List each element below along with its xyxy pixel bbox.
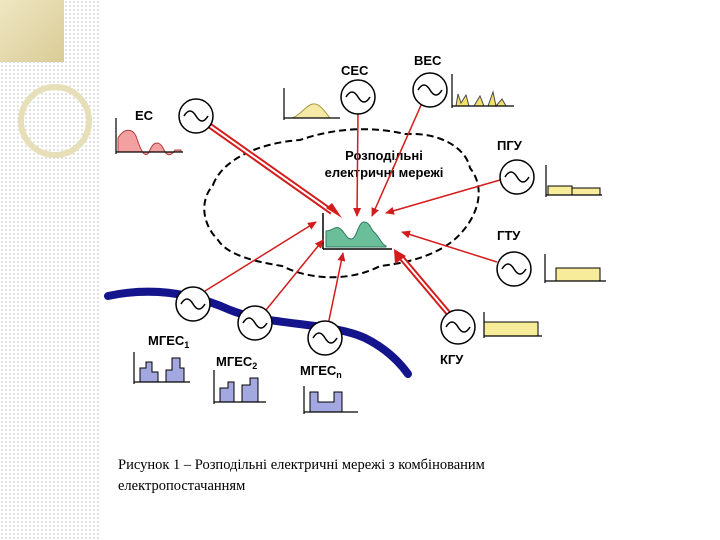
network-label-line2: електричні мережі [325, 165, 444, 180]
mgesn-profile-chart [303, 386, 358, 414]
caption-line-2: електропостачанням [118, 478, 246, 494]
arrow-gtu [401, 230, 498, 263]
label-kgu: КГУ [440, 352, 464, 367]
mges1-profile-chart [133, 352, 190, 384]
label-ses: СЕС [341, 63, 369, 78]
arrow-ves [371, 102, 423, 217]
river-line [104, 287, 412, 378]
label-ves: ВЕС [414, 53, 442, 68]
network-label-line1: Розподільні [345, 148, 423, 163]
ves-profile-chart [451, 74, 514, 108]
generator-es-icon [178, 98, 214, 134]
generator-mgesn-icon [307, 320, 343, 356]
distribution-network-cloud [203, 128, 480, 279]
label-mgesn: МГЕСn [300, 363, 342, 380]
gtu-profile-chart [544, 254, 606, 283]
label-gtu: ГТУ [497, 228, 521, 243]
generator-pgu-icon [499, 159, 535, 195]
label-es: ЕС [135, 108, 154, 123]
figure-caption: Рисунок 1 – Розподільні електричні мереж… [118, 455, 618, 497]
arrow-kgu [394, 249, 452, 316]
corner-decoration [0, 0, 64, 62]
ses-profile-chart [283, 88, 340, 120]
arrow-mges1 [204, 221, 317, 292]
generator-ses-icon [340, 79, 376, 115]
generator-kgu-icon [440, 309, 476, 345]
kgu-profile-chart [483, 312, 542, 338]
load-profile-chart [322, 213, 392, 250]
es-profile-chart [115, 118, 183, 156]
arrow-ses [353, 110, 362, 217]
generator-mges1-icon [175, 286, 211, 322]
arrow-pgu [385, 179, 501, 215]
mges2-profile-chart [213, 370, 266, 404]
arrow-es [204, 120, 342, 218]
arrow-mgesn [327, 252, 346, 326]
generator-ves-icon [412, 72, 448, 108]
arrow-mges2 [265, 239, 324, 311]
caption-line-1: Рисунок 1 – Розподільні електричні мереж… [118, 457, 485, 473]
pgu-profile-chart [545, 165, 602, 197]
label-mges1: МГЕС1 [148, 333, 189, 350]
power-network-diagram: Розподільні електричні мережі [104, 53, 606, 414]
generator-gtu-icon [496, 251, 532, 287]
label-mges2: МГЕС2 [216, 354, 257, 371]
label-pgu: ПГУ [497, 138, 523, 153]
ring-decoration [18, 84, 92, 158]
generator-mges2-icon [237, 305, 273, 341]
